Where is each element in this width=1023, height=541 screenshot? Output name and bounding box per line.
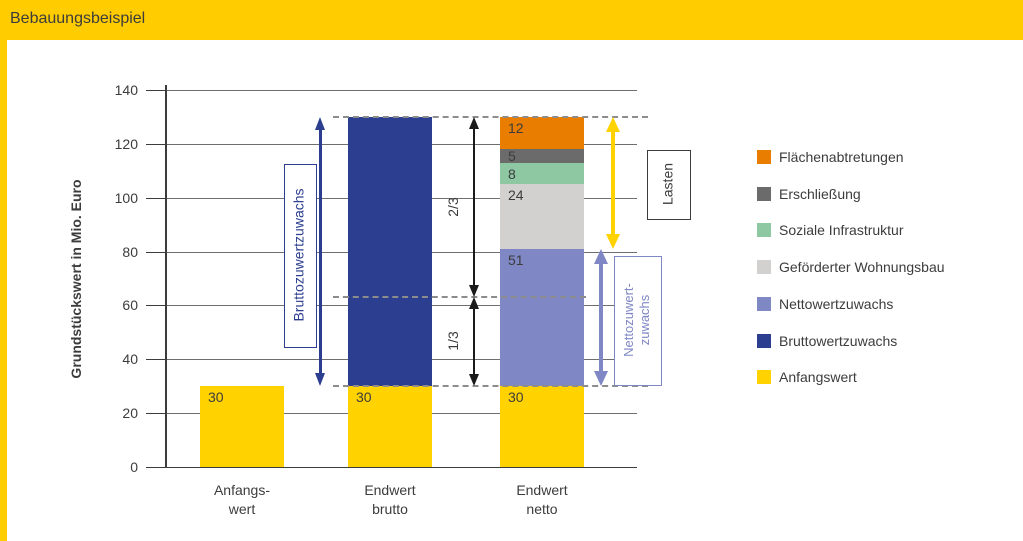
y-tick-80	[146, 251, 165, 253]
segment-value-label: 24	[508, 187, 524, 204]
title-bar: Bebauungsbeispiel	[0, 0, 1023, 40]
y-tick-0	[146, 467, 165, 468]
bar-segment-anfangswert	[500, 386, 584, 467]
legend-label: Geförderter Wohnungsbau	[779, 259, 945, 276]
arrow-shaft	[473, 126, 475, 287]
arrow-head-down	[469, 284, 479, 297]
bar-segment-anfangswert	[200, 386, 284, 467]
y-tick-label-40: 40	[122, 351, 138, 368]
bar-segment-gef-rderter-wohnungsbau	[500, 184, 584, 249]
annotation-netto-box	[614, 256, 662, 386]
legend-label: Flächenabtretungen	[779, 149, 904, 165]
arrow-head-up	[469, 116, 479, 129]
arrow-shaft	[473, 306, 475, 377]
y-tick-label-120: 120	[114, 135, 138, 152]
arrow-head-up	[314, 116, 325, 130]
legend-swatch	[757, 370, 771, 385]
segment-value-label: 8	[508, 165, 516, 182]
y-tick-40	[146, 359, 165, 361]
segment-value-label: 51	[508, 251, 524, 268]
dashed-line-130	[333, 115, 648, 118]
segment-value-label: 30	[208, 389, 224, 406]
arrow-head-up	[469, 296, 479, 309]
dashed-line-63.3	[333, 295, 586, 298]
x-category-label: Anfangs-wert	[213, 482, 271, 517]
annotation-brutto-box	[283, 164, 317, 348]
annotation-two-thirds-label: 2/3	[445, 197, 461, 217]
y-tick-label-80: 80	[122, 243, 138, 260]
legend-swatch	[757, 296, 771, 311]
legend-label: Anfangswert	[779, 369, 857, 386]
annotation-netto-label: Nettozuwert-zuwachs	[621, 283, 652, 357]
bar-segment-bruttowertzuwachs	[348, 116, 432, 387]
dashed-line-30	[333, 385, 648, 388]
legend-label: Nettowertzuwachs	[779, 295, 894, 312]
arrow-shaft	[599, 261, 603, 374]
legend-swatch	[757, 260, 771, 275]
arrow-shaft	[611, 129, 615, 236]
arrow-shaft	[318, 127, 322, 376]
legend-swatch	[757, 223, 771, 238]
page-title: Bebauungsbeispiel	[10, 10, 146, 27]
segment-value-label: 30	[356, 389, 372, 406]
legend-swatch	[757, 333, 771, 348]
chart-plot-area: Grundstückswert in Mio. Euro 0 20 40 60 80 10…	[0, 40, 760, 541]
legend-label: Bruttowertzuwachs	[779, 332, 898, 349]
annotation-lasten-label: Lasten	[659, 162, 676, 206]
y-axis-line	[165, 85, 167, 467]
bar-segment-erschlie-ung	[500, 149, 584, 163]
y-tick-label-0: 0	[130, 459, 138, 475]
y-tick-140	[146, 90, 165, 91]
bar-segment-nettowertzuwachs	[500, 248, 584, 387]
legend-swatch	[757, 186, 771, 201]
gridline-140	[165, 90, 637, 91]
legend-label: Soziale Infrastruktur	[779, 222, 904, 239]
annotation-lasten-box	[647, 150, 691, 220]
y-tick-120	[146, 143, 165, 145]
arrow-head-up	[606, 116, 620, 132]
bar-segment-soziale-infrastruktur	[500, 162, 584, 185]
y-axis-title: Grundstückswert in Mio. Euro	[68, 179, 84, 379]
segment-value-label: 5	[508, 147, 516, 164]
bar-segment-anfangswert	[348, 386, 432, 467]
gridline-0	[165, 467, 637, 468]
arrow-head-up	[594, 248, 608, 264]
arrow-head-down	[594, 371, 608, 387]
y-tick-label-100: 100	[114, 189, 138, 206]
y-tick-60	[146, 305, 165, 307]
arrow-head-down	[314, 373, 325, 387]
arrow-head-down	[606, 233, 620, 249]
annotation-brutto-label: Bruttozuwertzuwachs	[290, 188, 307, 322]
segment-value-label: 30	[508, 389, 524, 406]
annotation-one-third-label: 1/3	[445, 331, 461, 351]
arrow-head-down	[469, 374, 479, 387]
legend-swatch	[757, 150, 771, 164]
legend-label: Erschließung	[779, 185, 861, 202]
y-tick-label-140: 140	[114, 82, 138, 98]
segment-value-label: 12	[508, 119, 524, 136]
y-tick-100	[146, 197, 165, 199]
bar-segment-fl-chenabtretungen	[500, 116, 584, 150]
y-tick-label-60: 60	[122, 297, 138, 314]
y-tick-label-20: 20	[122, 405, 138, 422]
left-frame-stripe	[0, 0, 7, 541]
y-tick-20	[146, 413, 165, 415]
